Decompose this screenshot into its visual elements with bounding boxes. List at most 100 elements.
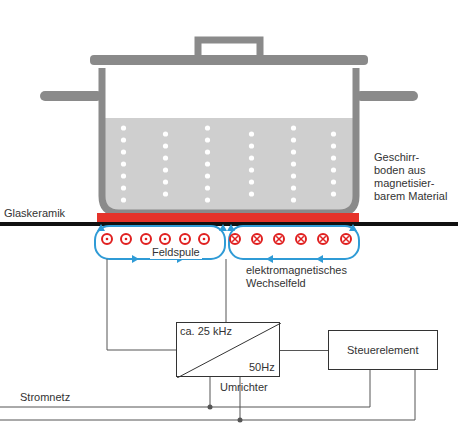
wire <box>0 407 370 408</box>
pot-body <box>102 68 356 213</box>
coil-in <box>341 234 351 244</box>
coil-dot <box>203 238 206 241</box>
label: elektromagnetisches Wechselfeld <box>246 264 364 290</box>
coil-in <box>274 234 284 244</box>
bubble <box>331 191 336 196</box>
coil-cross <box>298 236 304 242</box>
bubble <box>331 131 336 136</box>
junction-dot <box>238 418 243 423</box>
bubble <box>163 191 168 196</box>
coil-out <box>102 234 112 244</box>
bubble <box>163 131 168 136</box>
connector-line <box>280 350 328 351</box>
coil-out <box>199 234 209 244</box>
bubble <box>249 179 254 184</box>
label: Feldspule <box>150 245 202 259</box>
bubble <box>291 197 296 202</box>
coil-out <box>121 234 131 244</box>
coil-cross <box>232 236 238 242</box>
bubble <box>163 167 168 172</box>
bubble <box>205 173 210 178</box>
control-box: Steuerelement <box>328 330 438 370</box>
coil-out <box>141 234 151 244</box>
bubble <box>291 137 296 142</box>
pot-bottom <box>97 213 359 222</box>
connector <box>280 350 328 351</box>
pot-handle <box>356 91 418 101</box>
water <box>105 118 353 210</box>
bubble <box>331 143 336 148</box>
bubble <box>331 155 336 160</box>
coil-dot <box>125 238 128 241</box>
field-arrows <box>97 224 357 263</box>
field-arrowhead <box>97 224 105 231</box>
bubble <box>331 167 336 172</box>
bubble <box>163 179 168 184</box>
field-coil <box>102 234 351 244</box>
bubble <box>291 149 296 154</box>
bubble <box>291 185 296 190</box>
coil-cross <box>254 236 260 242</box>
wire <box>210 377 211 407</box>
wire <box>370 370 371 407</box>
bubble <box>291 161 296 166</box>
bubble <box>291 173 296 178</box>
wire <box>0 420 415 421</box>
bubble <box>249 155 254 160</box>
bubble <box>121 161 126 166</box>
bubble <box>249 143 254 148</box>
bubble <box>121 125 126 130</box>
junction-dot <box>208 405 213 410</box>
bubble <box>121 185 126 190</box>
bubble <box>249 131 254 136</box>
coil-in <box>252 234 262 244</box>
coil-in <box>296 234 306 244</box>
bubble <box>121 137 126 142</box>
coil-in <box>318 234 328 244</box>
field-arrowhead <box>219 224 227 231</box>
bubble <box>291 125 296 130</box>
bubble <box>121 197 126 202</box>
junction-dots <box>208 405 243 423</box>
label: Stromnetz <box>20 390 70 404</box>
coil-dot <box>145 238 148 241</box>
field-arrowhead <box>349 224 357 231</box>
wire <box>415 370 416 420</box>
pot-lid <box>90 55 368 65</box>
wire <box>107 259 176 350</box>
box-text: ca. 25 kHz <box>180 325 232 338</box>
bubble <box>205 161 210 166</box>
bubble <box>163 155 168 160</box>
box-text: 50Hz <box>249 361 275 374</box>
coil-dot <box>106 238 109 241</box>
coil-in <box>230 234 240 244</box>
coil-dot <box>184 238 187 241</box>
label: Glaskeramik <box>4 206 65 220</box>
bubble <box>205 149 210 154</box>
bubble <box>249 191 254 196</box>
bubble <box>205 197 210 202</box>
coil-cross <box>276 236 282 242</box>
bubble <box>205 125 210 130</box>
wire <box>226 259 227 322</box>
coil-dot <box>164 238 167 241</box>
field-arrowhead <box>227 224 235 231</box>
box-text: Steuerelement <box>347 344 419 357</box>
bubble <box>121 149 126 154</box>
coil-out <box>160 234 170 244</box>
converter-box: ca. 25 kHz50HzUmrichter <box>176 322 280 377</box>
field-arrowhead <box>132 255 139 263</box>
field-arrowhead <box>266 255 273 263</box>
bubbles <box>121 125 336 202</box>
coil-cross <box>320 236 326 242</box>
coil-cross <box>343 236 349 242</box>
field-loop <box>95 226 225 259</box>
glass-ceramic <box>0 222 458 226</box>
bubble <box>205 185 210 190</box>
pot-handle <box>40 91 102 101</box>
bubble <box>331 179 336 184</box>
box-text: Umrichter <box>220 381 268 394</box>
bubble <box>121 173 126 178</box>
field-loop <box>229 226 359 259</box>
field-arrowhead <box>316 255 323 263</box>
